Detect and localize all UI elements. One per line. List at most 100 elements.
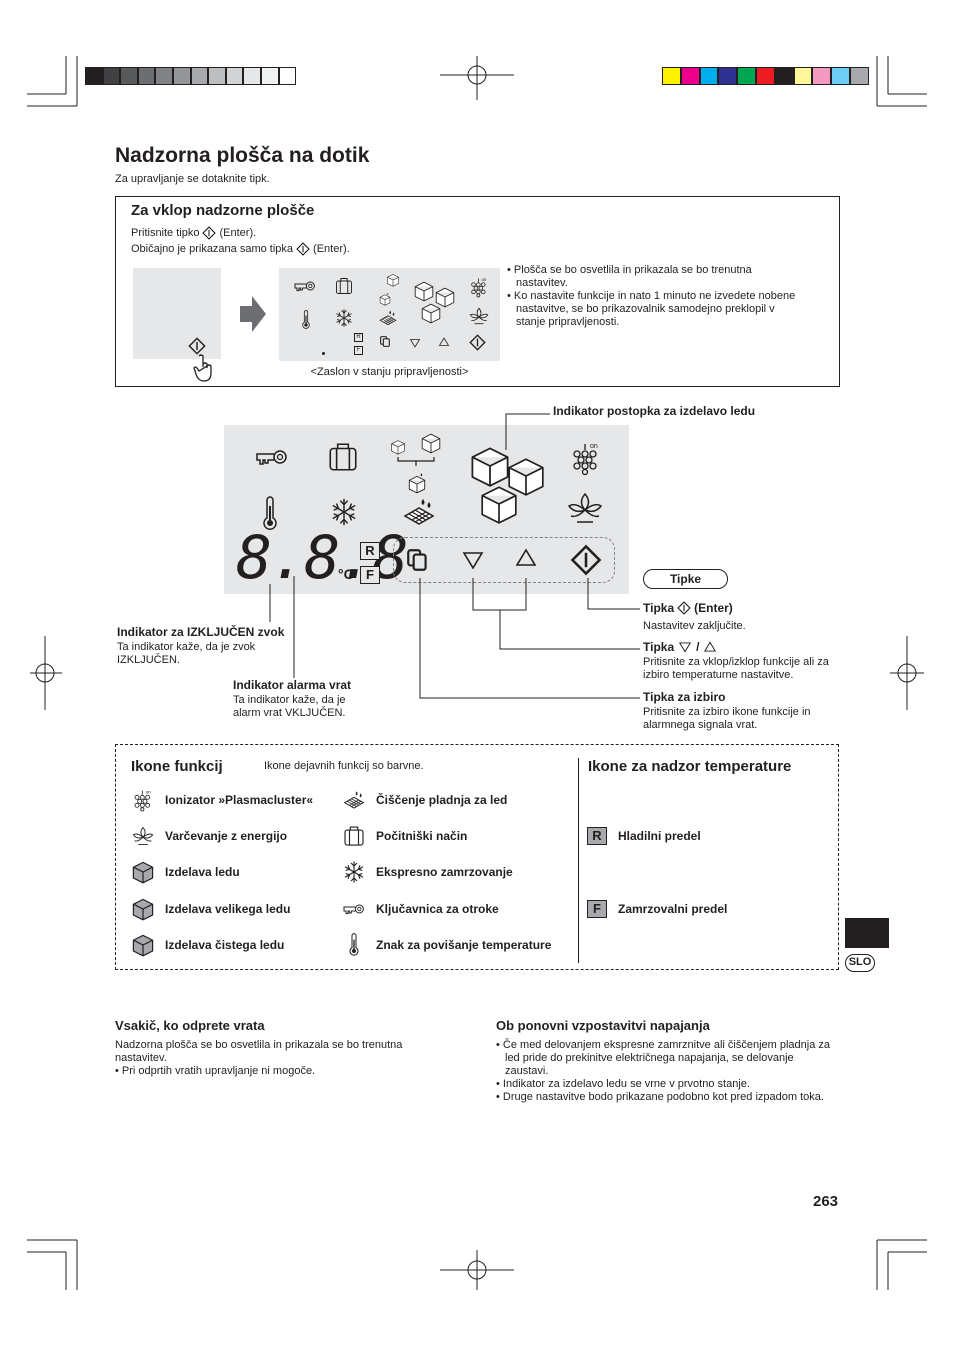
color-swatch [718,67,738,85]
function-icon-item: Znak za povišanje temperature [342,933,551,957]
door-alarm-callout: Indikator alarma vrat Ta indikator kaže,… [233,678,368,720]
enter-key-title: Tipka (Enter) [643,601,843,615]
color-swatch [793,67,813,85]
function-icon-item: Varčevanje z energijo [131,824,287,848]
standby-caption: <Zaslon v stanju pripravljenosti> [310,366,469,378]
color-swatch [662,67,681,85]
box1-line2-text: Običajno je prikazana samo tipka [131,242,294,255]
gray-swatch [155,67,173,85]
sound-off-callout: Indikator za IZKLJUČEN zvok Ta indikator… [117,625,302,667]
temp-item-f: F Zamrzovalni predel [587,897,727,921]
tray-cleaning-icon [342,788,366,812]
keys-group [393,537,615,583]
clean-ice-icon [131,933,155,957]
sound-off-desc: Ta indikator kaže, da je zvok IZKLJUČEN. [117,641,256,666]
function-icon-label: Izdelava čistega ledu [165,938,285,952]
page-subtitle: Za upravljanje se dotaknite tipk. [115,173,270,185]
power-heading: Ob ponovni vzpostavitvi napajanja [496,1018,710,1033]
icons-note: Ikone dejavnih funkcij so barvne. [264,760,424,772]
color-swatch [812,67,832,85]
door-alarm-desc: Ta indikator kaže, da je alarm vrat VKLJ… [233,694,346,719]
express-freeze-icon [342,860,366,884]
touching-hand-icon [193,354,212,382]
gray-swatch [225,67,244,85]
door-line: Nadzorna plošča se bo osvetlila in prika… [115,1039,403,1064]
box1-bullet: • Plošča se bo osvetlila in prikazala se… [507,264,752,289]
temp-item-label: Zamrzovalni predel [618,902,728,916]
function-icon-label: Izdelava velikega ledu [165,902,291,916]
enter-icon [677,601,691,615]
icons-divider [578,758,579,963]
gray-swatch [137,67,156,85]
gray-swatch [261,67,279,85]
temp-item-label: Hladilni predel [618,829,701,843]
enter-key-title-suffix: (Enter) [694,601,733,615]
sound-off-title: Indikator za IZKLJUČEN zvok [117,625,285,639]
power-bullets: • Če med delovanjem ekspresne zamrznitve… [496,1039,836,1104]
box1-line2: Običajno je prikazana samo tipka (Enter)… [131,242,350,256]
function-icon-label: Čiščenje pladnja za led [376,793,508,807]
energy-saving-icon [131,824,155,848]
power-on-box [115,196,840,387]
r-badge: R [360,542,380,560]
power-bullet: • Če med delovanjem ekspresne zamrznitve… [496,1039,831,1077]
arrow-right-icon [240,296,266,332]
enter-key-callout: Tipka (Enter) Nastavitev zaključite. [643,601,843,633]
ice-indicator-label: Indikator postopka za izdelavo ledu [553,404,756,418]
updown-key-callout: Tipka / Pritisnite za vklop/izklop funkc… [643,640,838,682]
temperature-rise-icon [342,933,366,957]
color-swatch [680,67,700,85]
r-badge: R [587,827,607,845]
door-alarm-title: Indikator alarma vrat [233,678,352,692]
function-icon-item: Izdelava velikega ledu [131,897,290,921]
page-title: Nadzorna plošča na dotik [115,144,370,167]
function-icon-item: Čiščenje pladnja za led [342,788,507,812]
updown-key-desc: Pritisnite za vklop/izklop funkcije ali … [643,656,829,681]
function-icon-label: Ekspresno zamrzovanje [376,865,513,879]
gray-swatch [102,67,121,85]
function-icon-label: Počitniški način [376,829,468,843]
select-key-desc: Pritisnite za izbiro ikone funkcije in a… [643,706,811,731]
color-swatch [831,67,850,85]
function-icon-item: Ključavnica za otroke [342,897,499,921]
select-key-callout: Tipka za izbiro Pritisnite za izbiro iko… [643,690,838,732]
gray-swatch [190,67,209,85]
sound-off-dot [322,352,325,355]
tipke-pill: Tipke [643,569,728,589]
updown-separator: / [696,640,700,654]
gray-swatch [173,67,191,85]
function-icon-item: Izdelava čistega ledu [131,933,284,957]
icons-heading: Ikone funkcij [131,758,223,775]
temp-icons-heading: Ikone za nadzor temperature [588,758,792,775]
power-bullet: • Indikator za izdelavo ledu se vrne v p… [496,1078,750,1090]
door-line: • Pri odprtih vratih upravljanje ni mogo… [115,1065,316,1077]
function-icon-item: Ionizator »Plasmacluster« [131,788,313,812]
function-icon-item: Ekspresno zamrzovanje [342,860,513,884]
gray-swatch [120,67,138,85]
gray-swatch [208,67,226,85]
door-text: Nadzorna plošča se bo osvetlila in prika… [115,1039,445,1078]
temp-item-r: R Hladilni predel [587,824,701,848]
gray-swatch [85,67,103,85]
enter-key-title-text: Tipka [643,601,675,615]
gray-swatch [278,67,297,85]
function-icon-label: Izdelava ledu [165,865,240,879]
f-badge: F [587,900,607,918]
mini-r-badge: R [354,333,363,342]
child-lock-icon [342,897,366,921]
box1-heading: Za vklop nadzorne plošče [131,202,315,219]
function-icon-label: Varčevanje z energijo [165,829,288,843]
box1-line1-suffix: (Enter). [219,226,257,239]
gray-swatch [243,67,261,85]
side-tab-block [845,918,889,948]
updown-key-title-text: Tipka [643,640,675,654]
down-icon [677,640,693,654]
function-icon-item: Počitniški način [342,824,467,848]
door-heading: Vsakič, ko odprete vrata [115,1018,265,1033]
icons-box [115,744,839,970]
color-swatch [737,67,756,85]
up-icon [702,640,718,654]
color-swatch [850,67,869,85]
